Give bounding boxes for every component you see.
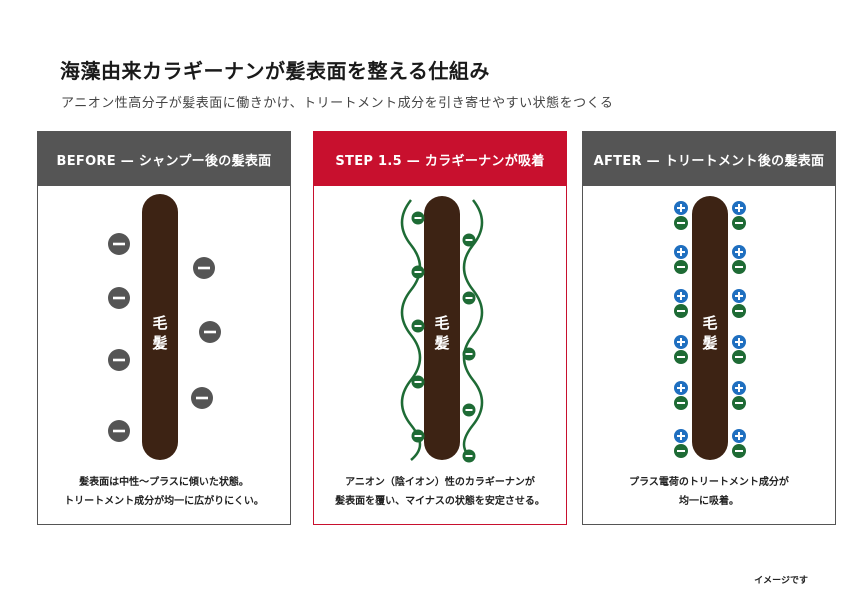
minus-charge [462, 233, 476, 247]
minus-charge [411, 319, 425, 333]
minus-charge [462, 449, 476, 463]
plus-charge [732, 289, 746, 303]
plus-charge [732, 429, 746, 443]
plus-charge [732, 245, 746, 259]
minus-charge [674, 304, 688, 318]
plus-charge [732, 381, 746, 395]
plus-charge [674, 289, 688, 303]
minus-charge [462, 347, 476, 361]
step-caption: アニオン（陰イオン）性のカラギーナンが 髪表面を覆い、マイナスの状態を安定させる… [314, 473, 566, 511]
hair-label-2: 髪 [701, 334, 717, 352]
hair-strand [424, 196, 460, 460]
minus-charge [108, 287, 130, 309]
minus-charge [108, 349, 130, 371]
plus-charge [732, 335, 746, 349]
after-panel-header: AFTER — トリートメント後の髪表面 [583, 132, 835, 186]
minus-charge [674, 260, 688, 274]
minus-charge [674, 444, 688, 458]
plus-charge [674, 201, 688, 215]
minus-charge [732, 444, 746, 458]
hair-label-2: 髪 [151, 334, 167, 352]
after-diagram: 毛 髪 [674, 196, 746, 460]
step-caption-line1: アニオン（陰イオン）性のカラギーナンが [345, 477, 535, 488]
step-diagram: 毛 髪 [400, 196, 484, 463]
plus-charge [674, 429, 688, 443]
minus-charge [732, 216, 746, 230]
plus-charge [674, 381, 688, 395]
carrageenan-wave-left [400, 199, 422, 461]
hair-strand [142, 194, 178, 460]
minus-charge [674, 396, 688, 410]
before-panel: BEFORE — シャンプー後の髪表面 毛 髪 髪表面は中性〜プラスに傾いた状態… [37, 131, 291, 525]
minus-charge [193, 257, 215, 279]
minus-charge [108, 420, 130, 442]
hair-label-2: 髪 [433, 334, 449, 352]
step-panel-header: STEP 1.5 — カラギーナンが吸着 [314, 132, 566, 186]
plus-charge [674, 245, 688, 259]
after-panel: AFTER — トリートメント後の髪表面 毛 髪 プラス電荷のトリートメント成分… [582, 131, 836, 525]
hair-label-1: 毛 [434, 314, 449, 332]
hair-label-1: 毛 [702, 314, 717, 332]
minus-charge [411, 265, 425, 279]
hair-label-1: 毛 [152, 314, 167, 332]
after-caption-line2: 均一に吸着。 [679, 496, 739, 507]
step-panel: STEP 1.5 — カラギーナンが吸着 毛 髪 アニオン（陰イオン）性のカラギ… [313, 131, 567, 525]
after-caption: プラス電荷のトリートメント成分が 均一に吸着。 [583, 473, 835, 511]
minus-charge [732, 350, 746, 364]
minus-charge [108, 233, 130, 255]
minus-charge [411, 211, 425, 225]
minus-charge [674, 350, 688, 364]
minus-charge [462, 291, 476, 305]
minus-charge [732, 396, 746, 410]
before-caption-line2: トリートメント成分が均一に広がりにくい。 [64, 496, 264, 507]
minus-charge [199, 321, 221, 343]
minus-charge [732, 260, 746, 274]
step-caption-line2: 髪表面を覆い、マイナスの状態を安定させる。 [335, 496, 545, 507]
minus-charge [732, 304, 746, 318]
minus-charge [411, 375, 425, 389]
page-title: 海藻由来カラギーナンが髪表面を整える仕組み [60, 59, 490, 83]
minus-charge [191, 387, 213, 409]
before-diagram: 毛 髪 [108, 194, 221, 460]
plus-charge [732, 201, 746, 215]
plus-charge [674, 335, 688, 349]
hair-strand [692, 196, 728, 460]
page-subtitle: アニオン性高分子が髪表面に働きかけ、トリートメント成分を引き寄せやすい状態をつく… [61, 96, 614, 111]
image-note: イメージです [754, 576, 808, 586]
before-panel-header: BEFORE — シャンプー後の髪表面 [38, 132, 290, 186]
before-caption: 髪表面は中性〜プラスに傾いた状態。 トリートメント成分が均一に広がりにくい。 [38, 473, 290, 511]
minus-charge [674, 216, 688, 230]
minus-charge [411, 429, 425, 443]
before-caption-line1: 髪表面は中性〜プラスに傾いた状態。 [79, 477, 249, 488]
minus-charge [462, 403, 476, 417]
after-caption-line1: プラス電荷のトリートメント成分が [629, 477, 789, 488]
